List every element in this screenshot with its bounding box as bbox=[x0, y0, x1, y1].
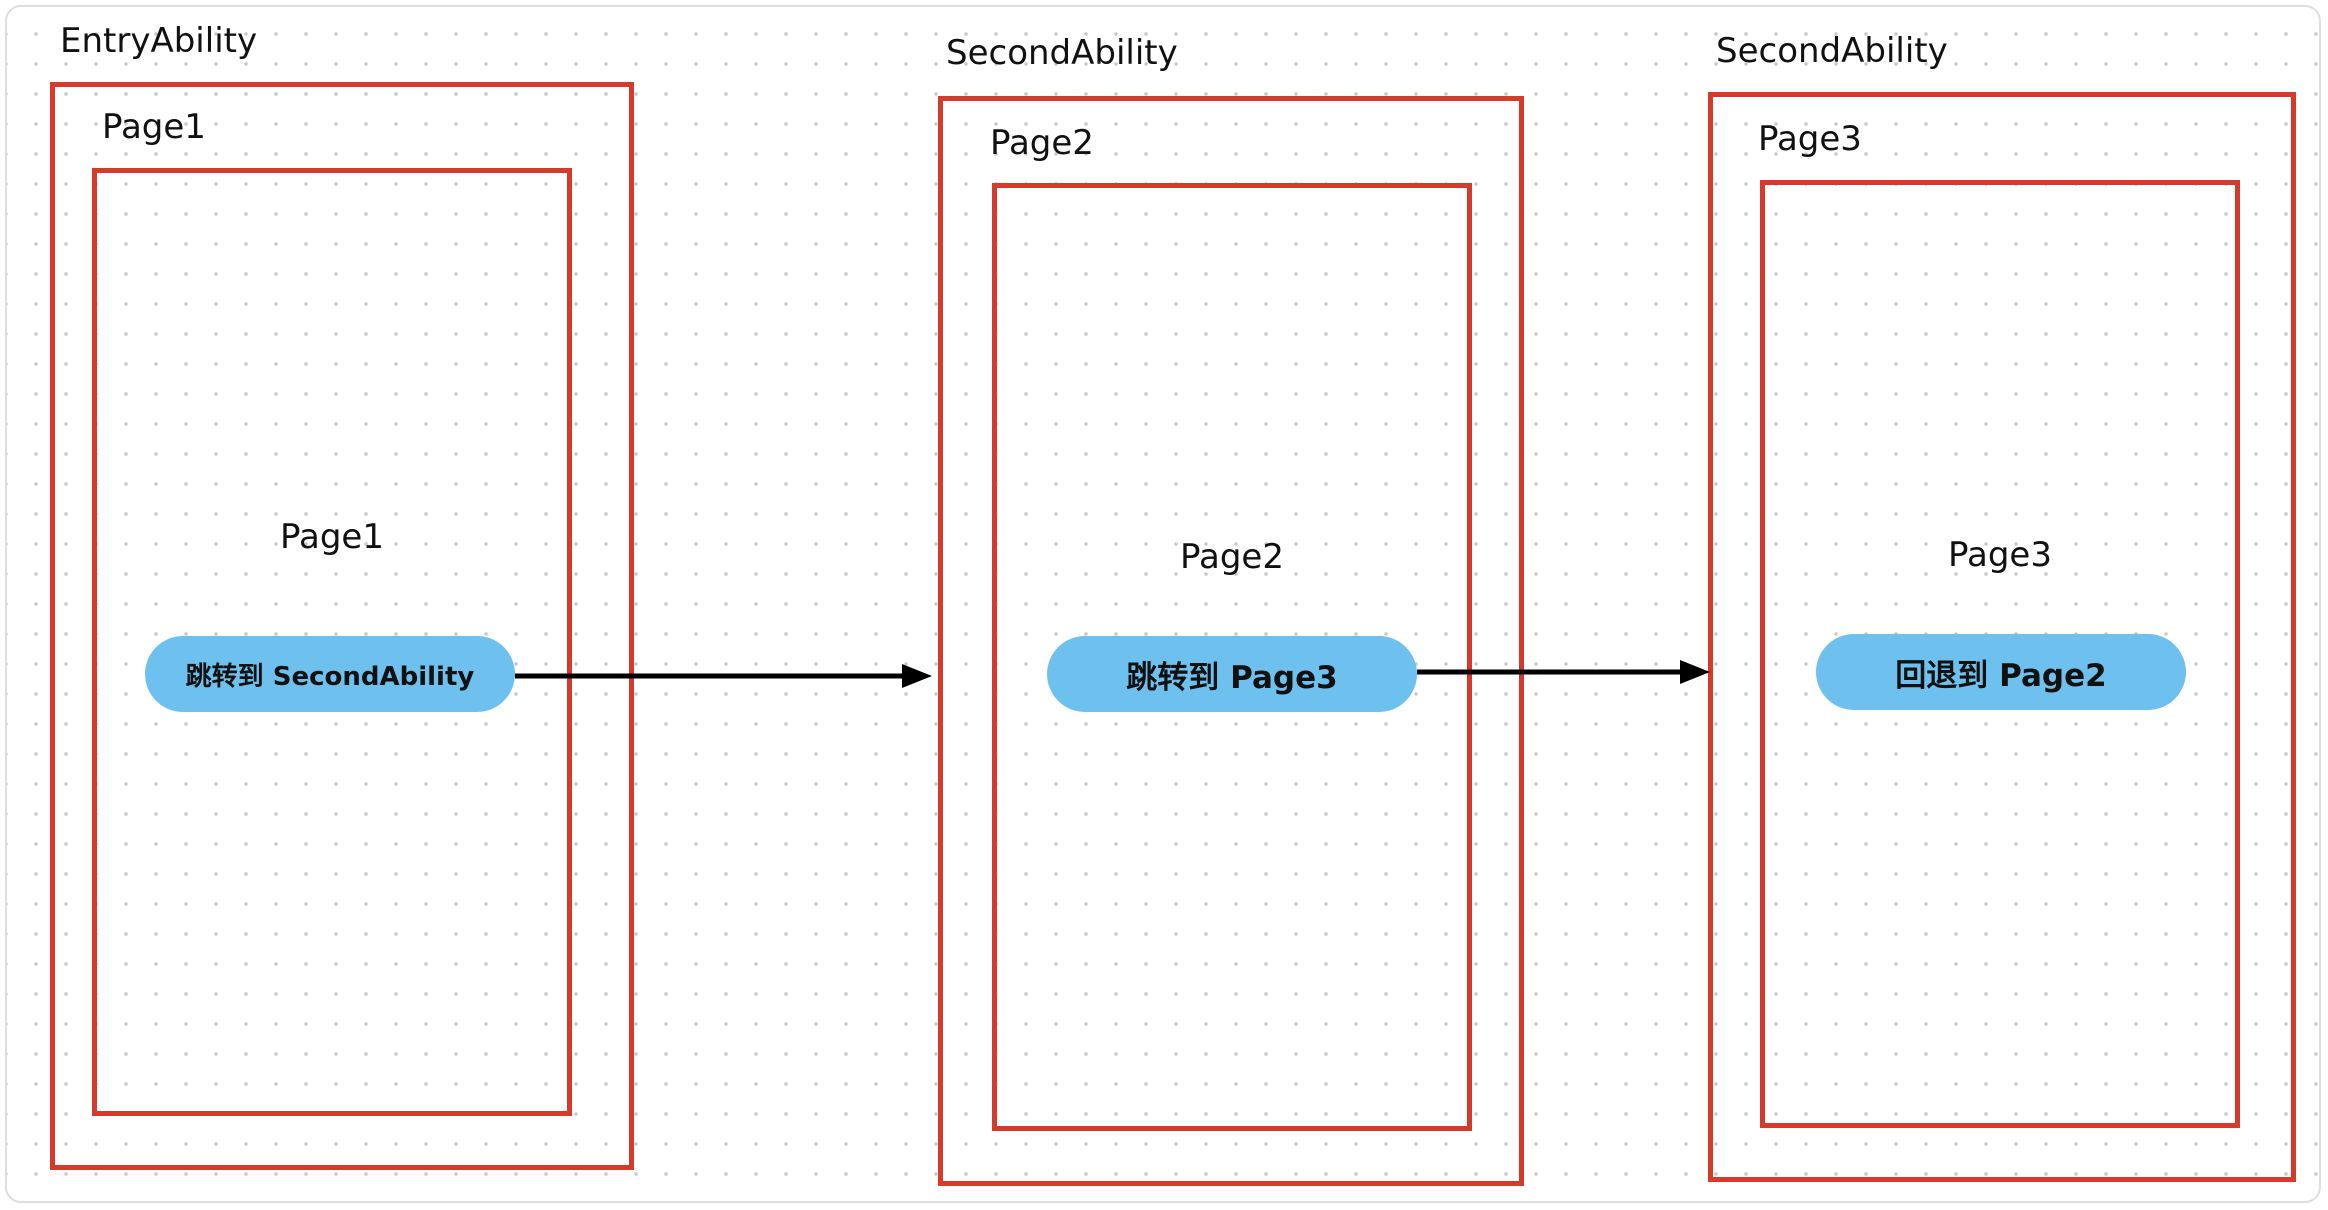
ability-label-second-1: SecondAbility bbox=[946, 33, 1178, 73]
ability-frame-second-1 bbox=[938, 96, 1524, 1186]
back-to-page2-button[interactable]: 回退到 Page2 bbox=[1816, 634, 2186, 710]
ability-frame-second-2 bbox=[1708, 92, 2296, 1182]
ability-frame-entry bbox=[50, 82, 634, 1170]
page-frame-page1 bbox=[92, 168, 572, 1116]
ability-label-second-2: SecondAbility bbox=[1716, 31, 1948, 71]
page-title-page3: Page3 bbox=[1758, 119, 1862, 159]
jump-to-second-ability-button[interactable]: 跳转到 SecondAbility bbox=[145, 636, 515, 712]
page-title-page1: Page1 bbox=[102, 107, 206, 147]
page-frame-page2 bbox=[992, 183, 1472, 1131]
page-center-label-page3: Page3 bbox=[1948, 535, 2052, 575]
diagram-canvas bbox=[5, 5, 2321, 1203]
page-center-label-page1: Page1 bbox=[280, 517, 384, 557]
ability-label-entry: EntryAbility bbox=[60, 21, 258, 61]
arrow-page2-to-page3 bbox=[1417, 660, 1710, 684]
page-frame-page3 bbox=[1760, 180, 2240, 1128]
arrow-entry-to-second bbox=[515, 664, 932, 688]
jump-to-page3-button[interactable]: 跳转到 Page3 bbox=[1047, 636, 1417, 712]
page-title-page2: Page2 bbox=[990, 123, 1094, 163]
page-center-label-page2: Page2 bbox=[1180, 537, 1284, 577]
